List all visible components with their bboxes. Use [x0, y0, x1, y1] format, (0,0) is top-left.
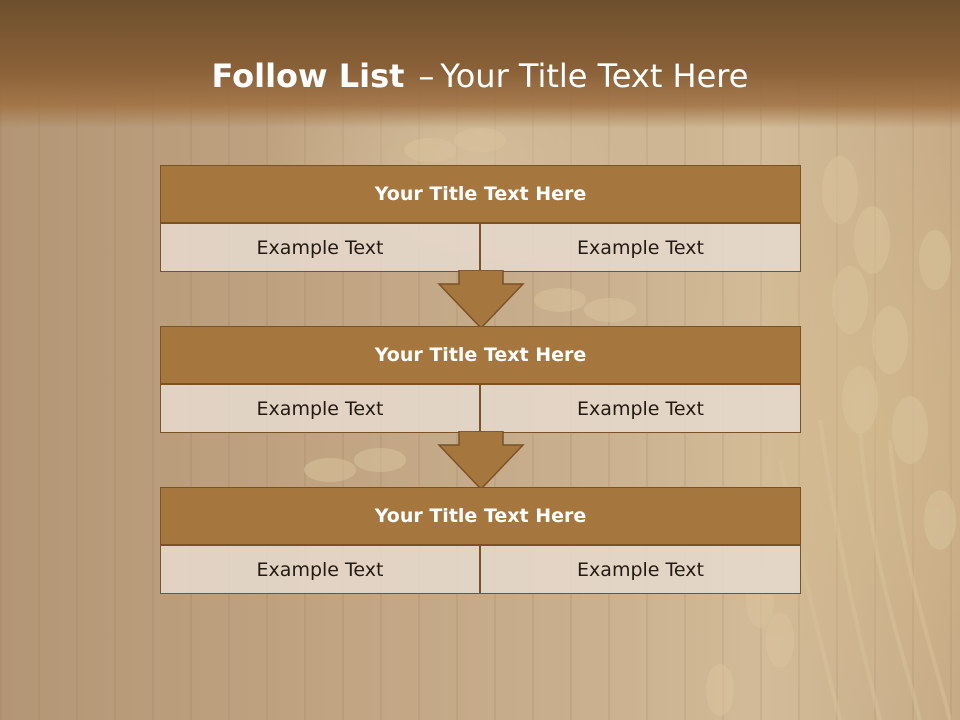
slide-title-bold: Follow List: [211, 57, 405, 95]
block-cell-right: Example Text: [480, 384, 801, 433]
slide-title-separator: –: [418, 57, 435, 95]
block-cell-right: Example Text: [480, 545, 801, 594]
list-block-3: Your Title Text Here Example Text Exampl…: [160, 487, 801, 594]
block-cell-right: Example Text: [480, 223, 801, 272]
slide-title-rest: Your Title Text Here: [440, 57, 749, 95]
list-block-2: Your Title Text Here Example Text Exampl…: [160, 326, 801, 433]
down-arrow-icon: [437, 270, 525, 330]
block-cell-left: Example Text: [160, 384, 480, 433]
block-cell-left: Example Text: [160, 545, 480, 594]
block-title: Your Title Text Here: [160, 165, 801, 223]
block-title: Your Title Text Here: [160, 326, 801, 384]
block-cell-left: Example Text: [160, 223, 480, 272]
slide-title: Follow List–Your Title Text Here: [0, 56, 960, 96]
slide-header-band: [0, 0, 960, 128]
down-arrow-icon: [437, 431, 525, 491]
list-block-1: Your Title Text Here Example Text Exampl…: [160, 165, 801, 272]
block-title: Your Title Text Here: [160, 487, 801, 545]
